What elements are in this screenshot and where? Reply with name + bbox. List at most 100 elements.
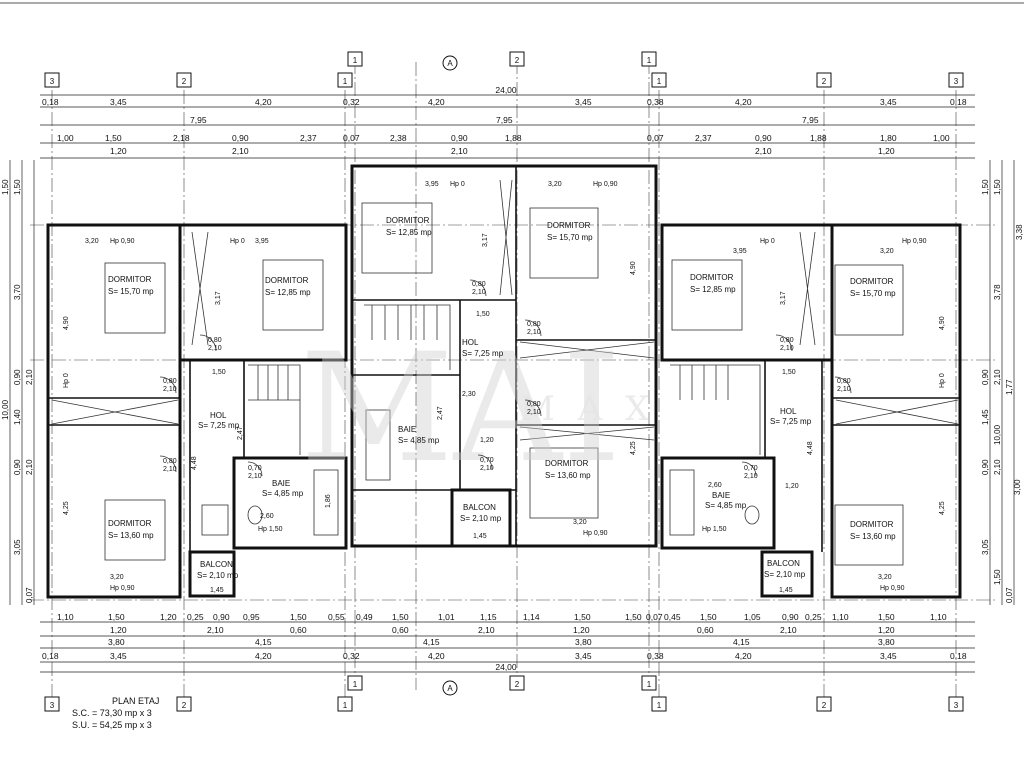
grid-label: 3	[954, 77, 959, 86]
dim: 1,20	[573, 625, 590, 635]
dim: 2,10	[451, 146, 468, 156]
dim: 1,20	[480, 437, 494, 444]
door-tag: 0,80	[527, 401, 541, 408]
dim: 3,95	[733, 248, 747, 255]
dim: 2,10	[993, 369, 1002, 385]
dim: 1,80	[880, 133, 897, 143]
dim: 4,15	[423, 637, 440, 647]
dim: 10,00	[993, 424, 1002, 445]
grid-label: 2	[182, 701, 187, 710]
grid-label: 3	[50, 701, 55, 710]
door-tag: 2,10	[744, 473, 758, 480]
dim: 4,48	[191, 456, 198, 470]
dim: 3,00	[1013, 479, 1022, 495]
dim: 1,45	[210, 587, 224, 594]
room-name: DORMITOR	[850, 277, 894, 286]
dim: 1,50	[700, 612, 717, 622]
dim: 1,20	[878, 146, 895, 156]
door-tag: 0,80	[208, 337, 222, 344]
grid-label: 3	[50, 77, 55, 86]
dim: Hp 0,90	[593, 181, 618, 188]
dim: 1,00	[57, 133, 74, 143]
dim: 0,18	[950, 97, 967, 107]
dim: 3,45	[880, 651, 897, 661]
dim: 4,20	[735, 651, 752, 661]
dim: 0,90	[451, 133, 468, 143]
dim: 3,95	[255, 238, 269, 245]
dim: 7,95	[802, 115, 819, 125]
dim: 1,45	[779, 587, 793, 594]
watermark-sub: M A X	[520, 389, 655, 429]
room-area: S= 15,70 mp	[547, 233, 593, 242]
room-area: S= 12,85 mp	[386, 228, 432, 237]
dim: Hp 0	[939, 373, 946, 388]
dim: 2,10	[232, 146, 249, 156]
dim: 3,20	[110, 574, 124, 581]
axis-label-a: A	[447, 59, 453, 68]
dim: 0,60	[290, 625, 307, 635]
dim: Hp 0	[63, 373, 70, 388]
room-name: HOL	[210, 411, 227, 420]
room-labels: DORMITOR S= 15,70 mp DORMITOR S= 12,85 m…	[108, 216, 896, 580]
dim: 3,05	[981, 539, 990, 555]
dim: 3,80	[108, 637, 125, 647]
dim: 1,10	[57, 612, 74, 622]
dim: 0,32	[343, 97, 360, 107]
dim: 3,17	[215, 291, 222, 305]
dim: 2,37	[300, 133, 317, 143]
grid-label: 1	[353, 680, 358, 689]
dim: Hp 0	[450, 181, 465, 188]
dim: Hp 0	[760, 238, 775, 245]
dim: 0,07	[1005, 587, 1014, 603]
dim: 0,95	[243, 612, 260, 622]
door-tag: 0,80	[837, 378, 851, 385]
dim: 1,50	[981, 179, 990, 195]
grid-label: 1	[343, 77, 348, 86]
dim: 0,90	[755, 133, 772, 143]
room-area: S= 4,85 mp	[705, 501, 747, 510]
room-name: BALCON	[463, 503, 496, 512]
dim: Hp 1,50	[702, 526, 727, 533]
dim: 4,20	[255, 97, 272, 107]
door-tag: 0,80	[472, 281, 486, 288]
dim: 1,45	[473, 533, 487, 540]
dim: 1,20	[110, 625, 127, 635]
grid-label: 1	[647, 56, 652, 65]
grid-label: 2	[822, 701, 827, 710]
room-name: DORMITOR	[108, 275, 152, 284]
room-name: DORMITOR	[545, 459, 589, 468]
door-tag: 2,10	[472, 289, 486, 296]
dim: 10,00	[1, 399, 10, 420]
room-name: HOL	[780, 407, 797, 416]
total-length: 24,00	[495, 85, 517, 95]
dim: 0,25	[187, 612, 204, 622]
room-area: S= 13,60 mp	[850, 532, 896, 541]
dim: 3,95	[425, 181, 439, 188]
room-area: S= 12,85 mp	[690, 285, 736, 294]
usable-area: S.U. = 54,25 mp x 3	[72, 720, 152, 730]
dim: 0,38	[647, 651, 664, 661]
room-name: BALCON	[200, 560, 233, 569]
grid-labels-bottom: 3 2 1 1 2 1 1 2 3 A	[44, 675, 964, 712]
dim: 3,78	[993, 284, 1002, 300]
door-tag: 2,10	[163, 466, 177, 473]
dim: 1,50	[574, 612, 591, 622]
dim: 3,70	[13, 284, 22, 300]
dim: 0,18	[42, 97, 59, 107]
dim: 0,18	[950, 651, 967, 661]
dim: 3,45	[575, 97, 592, 107]
room-area: S= 4,85 mp	[262, 489, 304, 498]
dim: 1,86	[325, 494, 332, 508]
dim: 1,50	[993, 569, 1002, 585]
axis-label-a: A	[447, 684, 453, 693]
grid-label: 1	[353, 56, 358, 65]
door-tag: 0,70	[480, 457, 494, 464]
door-tag: 2,10	[780, 345, 794, 352]
grid-label: 1	[657, 701, 662, 710]
dim: 3,17	[482, 233, 489, 247]
dim: 4,20	[735, 97, 752, 107]
dim: 4,25	[630, 441, 637, 455]
dim: 3,80	[575, 637, 592, 647]
interior-dimensions: 3,20 Hp 0,90 Hp 0 3,95 3,95 Hp 0 3,20 Hp…	[63, 181, 946, 594]
